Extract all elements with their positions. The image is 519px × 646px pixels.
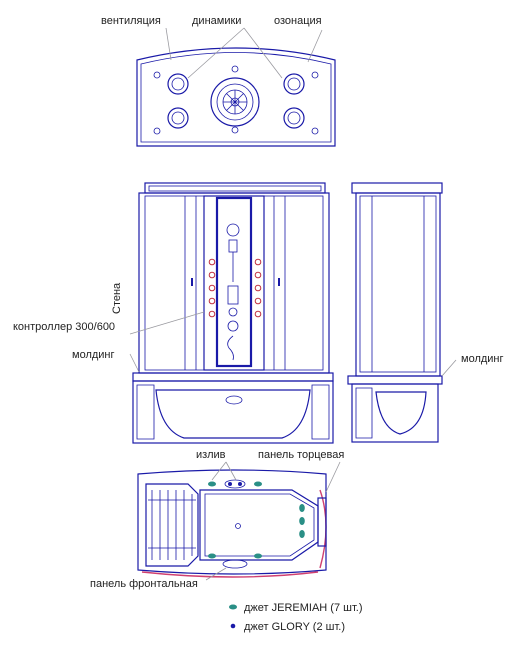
- speakers-label: динамики: [192, 15, 241, 27]
- molding-label-right: молдинг: [461, 353, 504, 365]
- cabin-front-view: Стена контроллер 300/600 молдинг: [13, 182, 334, 444]
- end-panel-accent: [319, 489, 327, 569]
- rain-shower-head-icon: [210, 77, 260, 127]
- roof-top-view: вентиляция динамики озонация: [101, 15, 336, 147]
- end-panel-label: панель торцевая: [258, 449, 344, 461]
- ventilation-fan-icon: [167, 107, 189, 129]
- bath-drain-top-icon: [235, 523, 241, 529]
- front-panel-accent: [141, 571, 319, 578]
- speaker-right-icon: [283, 73, 305, 95]
- glory-jets-icon: [228, 482, 242, 486]
- legend-item-jeremiah: джет JEREMIAH (7 шт.): [229, 602, 363, 614]
- controller-panel-icon: [226, 223, 240, 361]
- wall-label: Стена: [111, 282, 123, 314]
- bath-spout-icon: [222, 479, 248, 569]
- bath-top-view: излив панель торцевая панель фронтальная: [90, 449, 344, 590]
- door-handle-icon: [191, 278, 280, 286]
- legend-label: джет GLORY (2 шт.): [244, 621, 345, 633]
- ventilation-label: вентиляция: [101, 15, 161, 27]
- ceiling-lamp-icon: [153, 65, 319, 135]
- bath-drain-icon: [225, 395, 243, 405]
- controller-label: контроллер 300/600: [13, 321, 115, 333]
- headrest-grid-icon: [145, 483, 199, 567]
- legend: джет JEREMIAH (7 шт.) джет GLORY (2 шт.): [229, 602, 363, 633]
- front-panel-label: панель фронтальная: [90, 578, 198, 590]
- blue-jet-dot-icon: [230, 623, 236, 629]
- spout-label: излив: [196, 449, 226, 461]
- speaker-left-icon: [167, 73, 189, 95]
- side-hydromassage-jets-icon: [208, 258, 262, 318]
- legend-label: джет JEREMIAH (7 шт.): [244, 602, 363, 614]
- teal-jet-dot-icon: [229, 604, 237, 610]
- molding-label-left: молдинг: [72, 349, 115, 361]
- cabin-side-view: молдинг: [347, 182, 504, 443]
- ozonation-unit-icon: [283, 107, 305, 129]
- jeremiah-jets-icon: [208, 481, 305, 559]
- legend-item-glory: джет GLORY (2 шт.): [230, 621, 345, 633]
- ozonation-label: озонация: [274, 15, 322, 27]
